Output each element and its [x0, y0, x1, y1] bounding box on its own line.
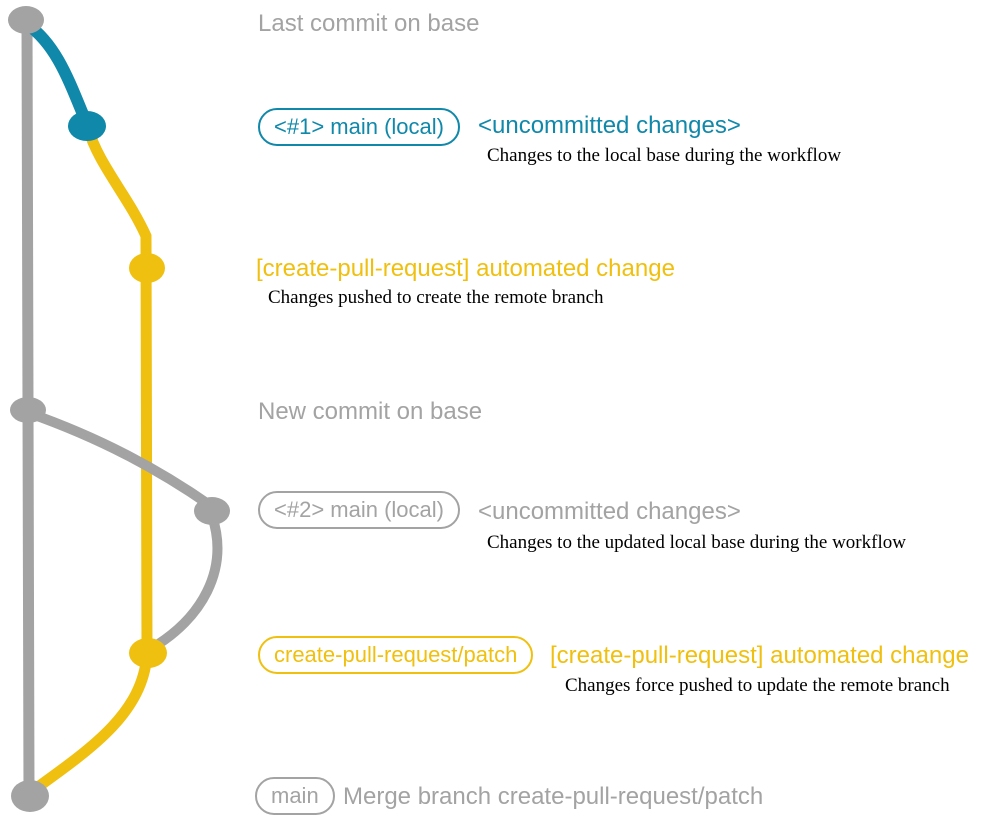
automated-change-description-2: Changes force pushed to update the remot…: [565, 675, 950, 696]
commit-node-push-2: [129, 638, 167, 668]
local-branch-1-curve: [21, 18, 93, 130]
automated-change-description-1: Changes pushed to create the remote bran…: [268, 287, 604, 308]
new-commit-title: New commit on base: [258, 398, 483, 425]
uncommitted-changes-description-2: Changes to the updated local base during…: [487, 532, 906, 553]
remote-branch-line: [82, 122, 153, 659]
commit-node-new-base: [10, 397, 46, 423]
uncommitted-changes-heading-2: <uncommitted changes>: [478, 498, 741, 525]
branch-badge-main: main: [255, 777, 335, 815]
commit-node-merge: [11, 780, 49, 812]
commit-node-local-2: [194, 497, 230, 525]
uncommitted-changes-heading-1: <uncommitted changes>: [478, 112, 741, 139]
commit-node-local-1: [68, 111, 106, 141]
uncommitted-changes-description-1: Changes to the local base during the wor…: [487, 145, 842, 166]
automated-change-heading-2: [create-pull-request] automated change: [550, 642, 969, 669]
last-commit-title: Last commit on base: [258, 10, 480, 37]
branch-badge-create-pull-request-patch: create-pull-request/patch: [258, 636, 534, 674]
branch-badge-main-local-1: <#1> main (local): [258, 108, 460, 146]
branch-badge-main-local-2: <#2> main (local): [258, 491, 460, 529]
merge-commit-title: Merge branch create-pull-request/patch: [343, 783, 764, 810]
local-branch-2-in-curve: [147, 511, 223, 653]
automated-change-heading-1: [create-pull-request] automated change: [256, 255, 675, 282]
commit-node-push-1: [129, 253, 165, 283]
local-branch-2-out-curve: [24, 408, 216, 511]
merge-into-base-curve: [25, 649, 153, 798]
commit-node-last-base: [8, 6, 44, 34]
